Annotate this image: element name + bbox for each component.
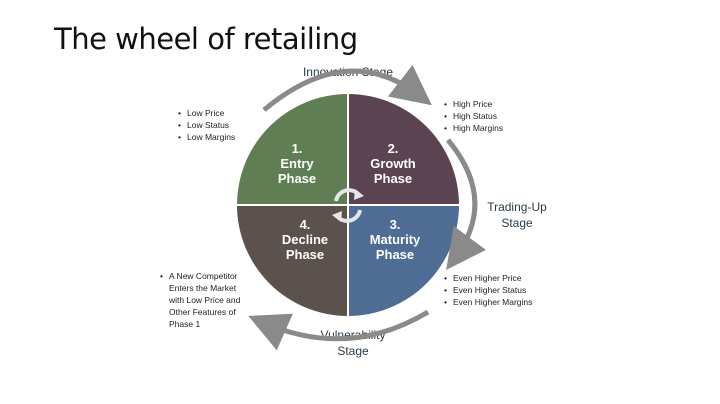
cycle-arrowhead-icon <box>332 211 342 222</box>
phase1-note: Low Margins <box>178 131 235 143</box>
phase3-notes: Even Higher Price Even Higher Status Eve… <box>444 272 532 308</box>
trading-up-stage-line1: Trading-Up <box>487 200 547 214</box>
phase2-notes: High Price High Status High Margins <box>444 98 503 134</box>
phase1-name: Entry <box>280 156 314 171</box>
phase3-phase: Phase <box>376 247 414 262</box>
phase2-note: High Price <box>444 98 503 110</box>
phase4-note: A New Competitor Enters the Market with … <box>160 270 240 330</box>
phase4-number: 4. <box>300 217 311 232</box>
phase1-note: Low Status <box>178 119 235 131</box>
arrow-top-icon <box>262 64 432 112</box>
phase3-note: Even Higher Price <box>444 272 532 284</box>
phase1-number: 1. <box>292 141 303 156</box>
page-title: The wheel of retailing <box>54 22 358 56</box>
phase2-note: High Status <box>444 110 503 122</box>
phase1-quadrant <box>237 94 348 205</box>
trading-up-stage-label: Trading-Up Stage <box>476 199 558 231</box>
phase1-notes: Low Price Low Status Low Margins <box>178 107 235 143</box>
phase3-name: Maturity <box>370 232 421 247</box>
phase3-note: Even Higher Margins <box>444 296 532 308</box>
phase2-note: High Margins <box>444 122 503 134</box>
trading-up-stage-line2: Stage <box>501 216 533 230</box>
phase2-number: 2. <box>388 141 399 156</box>
phase3-quadrant <box>348 205 459 316</box>
vulnerability-stage-line2: Stage <box>337 344 369 358</box>
phase4-note-line: A New Competitor <box>169 271 238 281</box>
arrow-right-icon <box>446 138 486 271</box>
phase4-phase: Phase <box>286 247 324 262</box>
phase2-name: Growth <box>370 156 416 171</box>
phase3-note: Even Higher Status <box>444 284 532 296</box>
phase4-note-line: with Low Price and <box>169 295 241 305</box>
phase2-quadrant <box>348 94 459 205</box>
cycle-arrowhead-icon <box>354 189 364 200</box>
phase1-note: Low Price <box>178 107 235 119</box>
phase4-notes: A New Competitor Enters the Market with … <box>160 270 240 330</box>
phase4-note-line: Other Features of <box>169 307 236 317</box>
phase2-phase: Phase <box>374 171 412 186</box>
phase4-name: Decline <box>282 232 328 247</box>
phase4-note-line: Phase 1 <box>169 319 201 329</box>
phase3-number: 3. <box>390 217 401 232</box>
phase4-quadrant <box>237 205 348 316</box>
arrow-bottom-icon <box>248 309 430 351</box>
phase4-note-line: Enters the Market <box>169 283 237 293</box>
phase1-phase: Phase <box>278 171 316 186</box>
